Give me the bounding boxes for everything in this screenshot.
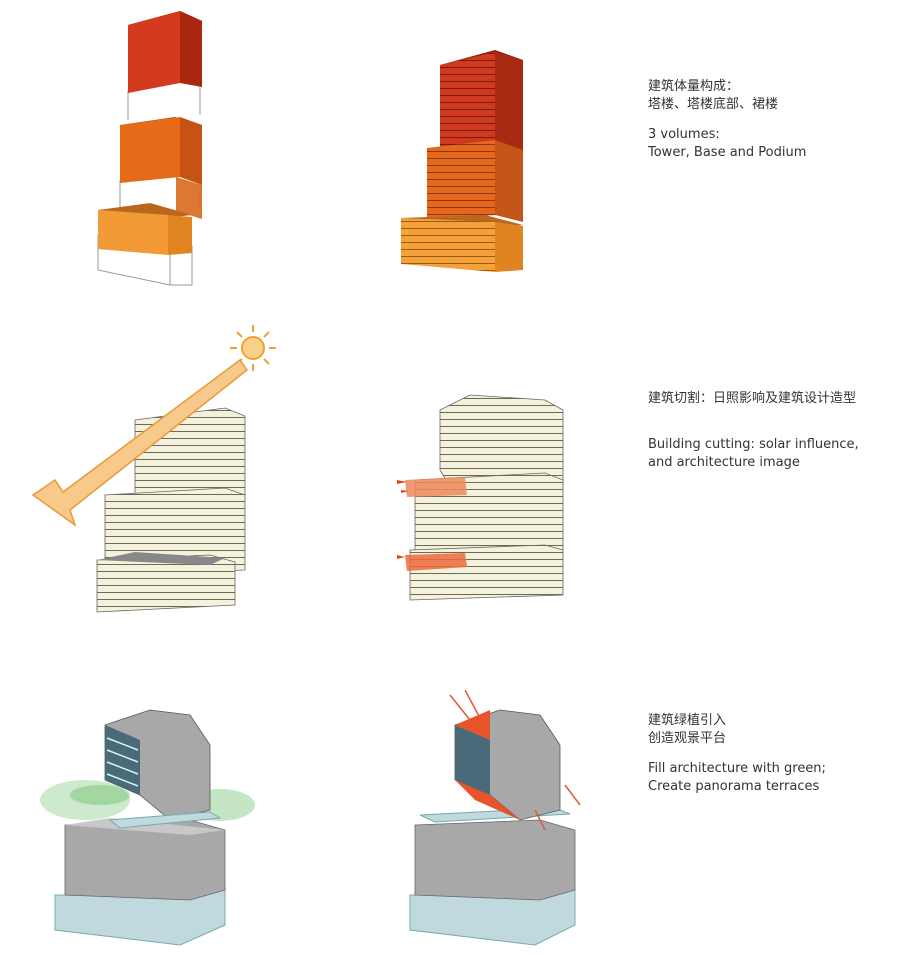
row3-caption-zh: 建筑绿植引入 创造观景平台 <box>648 712 826 748</box>
panorama-terrace-diagram <box>395 690 595 950</box>
cut-building-diagram <box>395 385 575 615</box>
row2-caption-en: Building cutting: solar influence, and a… <box>648 436 859 472</box>
row1-caption-zh: 建筑体量构成： 塔楼、塔楼底部、裙楼 <box>648 78 806 114</box>
volume-diagram-striped <box>395 40 545 280</box>
green-terrace-diagram <box>40 700 260 950</box>
row1-caption: 建筑体量构成： 塔楼、塔楼底部、裙楼 3 volumes: Tower, Bas… <box>648 78 806 162</box>
row1-caption-en: 3 volumes: Tower, Base and Podium <box>648 126 806 162</box>
row3-caption-en: Fill architecture with green; Create pan… <box>648 760 826 796</box>
solar-cutting-diagram <box>25 320 285 620</box>
volume-diagram-wireframe <box>80 5 230 295</box>
row3-caption: 建筑绿植引入 创造观景平台 Fill architecture with gre… <box>648 712 826 796</box>
row2-caption: 建筑切割：日照影响及建筑设计造型 Building cutting: solar… <box>648 390 859 472</box>
row2-caption-zh: 建筑切割：日照影响及建筑设计造型 <box>648 390 859 408</box>
